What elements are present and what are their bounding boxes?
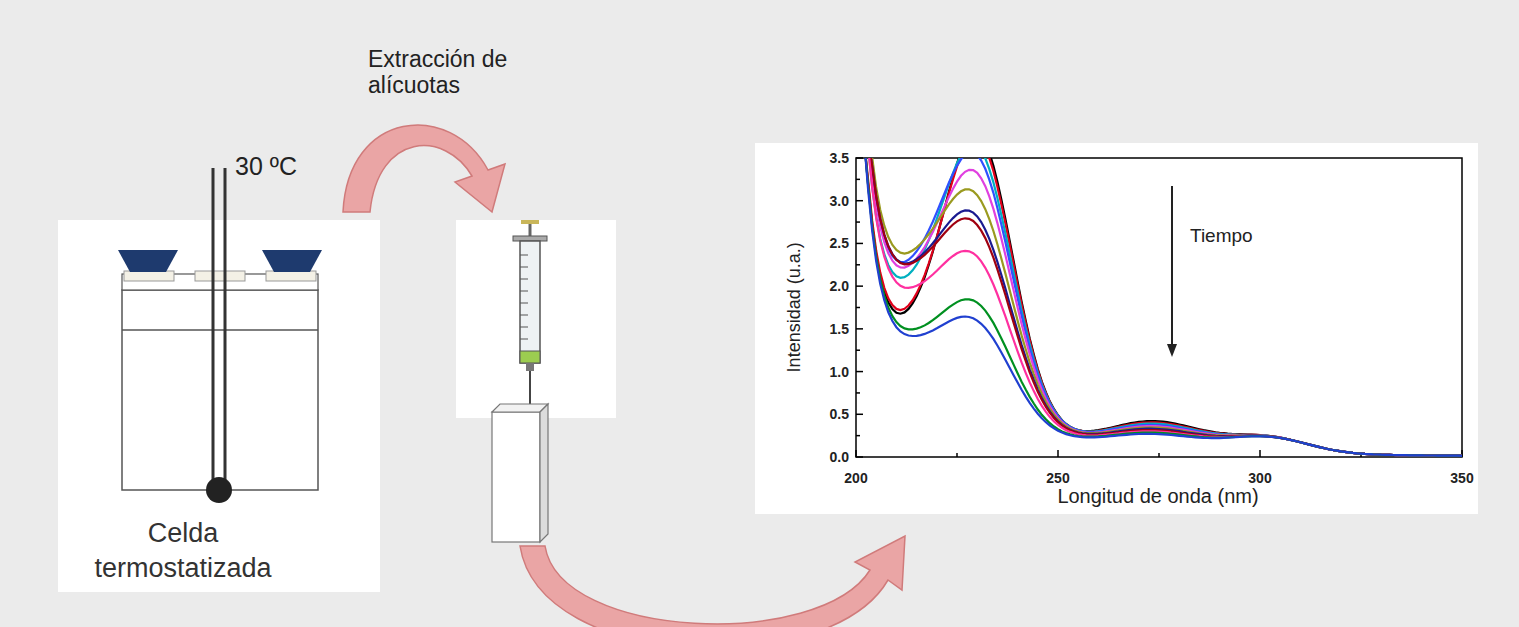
tick: [856, 414, 863, 416]
tick: [856, 371, 863, 373]
spectrum-curve: [856, 158, 1462, 456]
tick-label: 2.0: [830, 278, 849, 294]
spectrum-curve: [856, 158, 1462, 456]
tick-label: 3.0: [830, 193, 849, 209]
tick-label: 0.5: [830, 406, 849, 422]
tick: [856, 392, 860, 394]
tick: [856, 307, 860, 309]
tick: [856, 200, 863, 202]
axis-title: Intensidad (u.a.): [784, 242, 805, 372]
tick: [856, 285, 863, 287]
spectra: [856, 158, 1462, 456]
syringe: [513, 220, 547, 405]
spectrum-curve: [856, 158, 1462, 456]
tick: [856, 264, 860, 266]
tick: [856, 328, 863, 330]
tick-label: 1.5: [830, 321, 849, 337]
spectrum-curve: [856, 158, 1462, 456]
spectrum-curve: [856, 158, 1462, 456]
curved-arrow: [520, 536, 905, 627]
step-label: Extracción de alícuotas: [368, 46, 588, 99]
tick: [856, 157, 863, 159]
tick-label: 2.5: [830, 235, 849, 251]
tick-label: 350: [1450, 470, 1473, 486]
time-label: Tiempo: [1190, 225, 1253, 247]
tick: [856, 179, 860, 181]
spectrum-curve: [856, 158, 1462, 456]
tick-label: 0.0: [830, 449, 849, 465]
cell-panel: Celda termostatizada: [58, 220, 380, 592]
tick-label: 250: [1046, 470, 1069, 486]
spectrum-curve: [856, 158, 1462, 456]
thermostat-cell: [118, 168, 322, 503]
panel: [456, 220, 616, 418]
tick: [956, 453, 958, 457]
tick: [1158, 453, 1160, 457]
axis-title: Longitud de onda (nm): [1057, 485, 1258, 508]
tick: [856, 456, 863, 458]
spectrum-curve: [856, 158, 1462, 456]
chart-panel: [755, 143, 1478, 514]
tick-label: 300: [1248, 470, 1271, 486]
tick-label: 200: [844, 470, 867, 486]
tick: [1259, 450, 1261, 457]
spectrum-curve: [856, 158, 1462, 456]
spectrum-curve: [856, 158, 1462, 456]
tick: [856, 221, 860, 223]
tick: [856, 435, 860, 437]
time-arrow: [1167, 186, 1177, 357]
spectrum-curve: [856, 158, 1462, 456]
cuvette: [492, 404, 548, 542]
tick: [855, 450, 857, 457]
curved-arrow: [343, 125, 505, 212]
node-text: Celda termostatizada: [58, 516, 308, 586]
temperature-label: 30 ºC: [235, 152, 297, 181]
tick: [856, 349, 860, 351]
tick-label: 1.0: [830, 364, 849, 380]
panel: [58, 220, 380, 592]
tick: [1057, 450, 1059, 457]
tick-label: 3.5: [830, 150, 849, 166]
tick: [856, 243, 863, 245]
